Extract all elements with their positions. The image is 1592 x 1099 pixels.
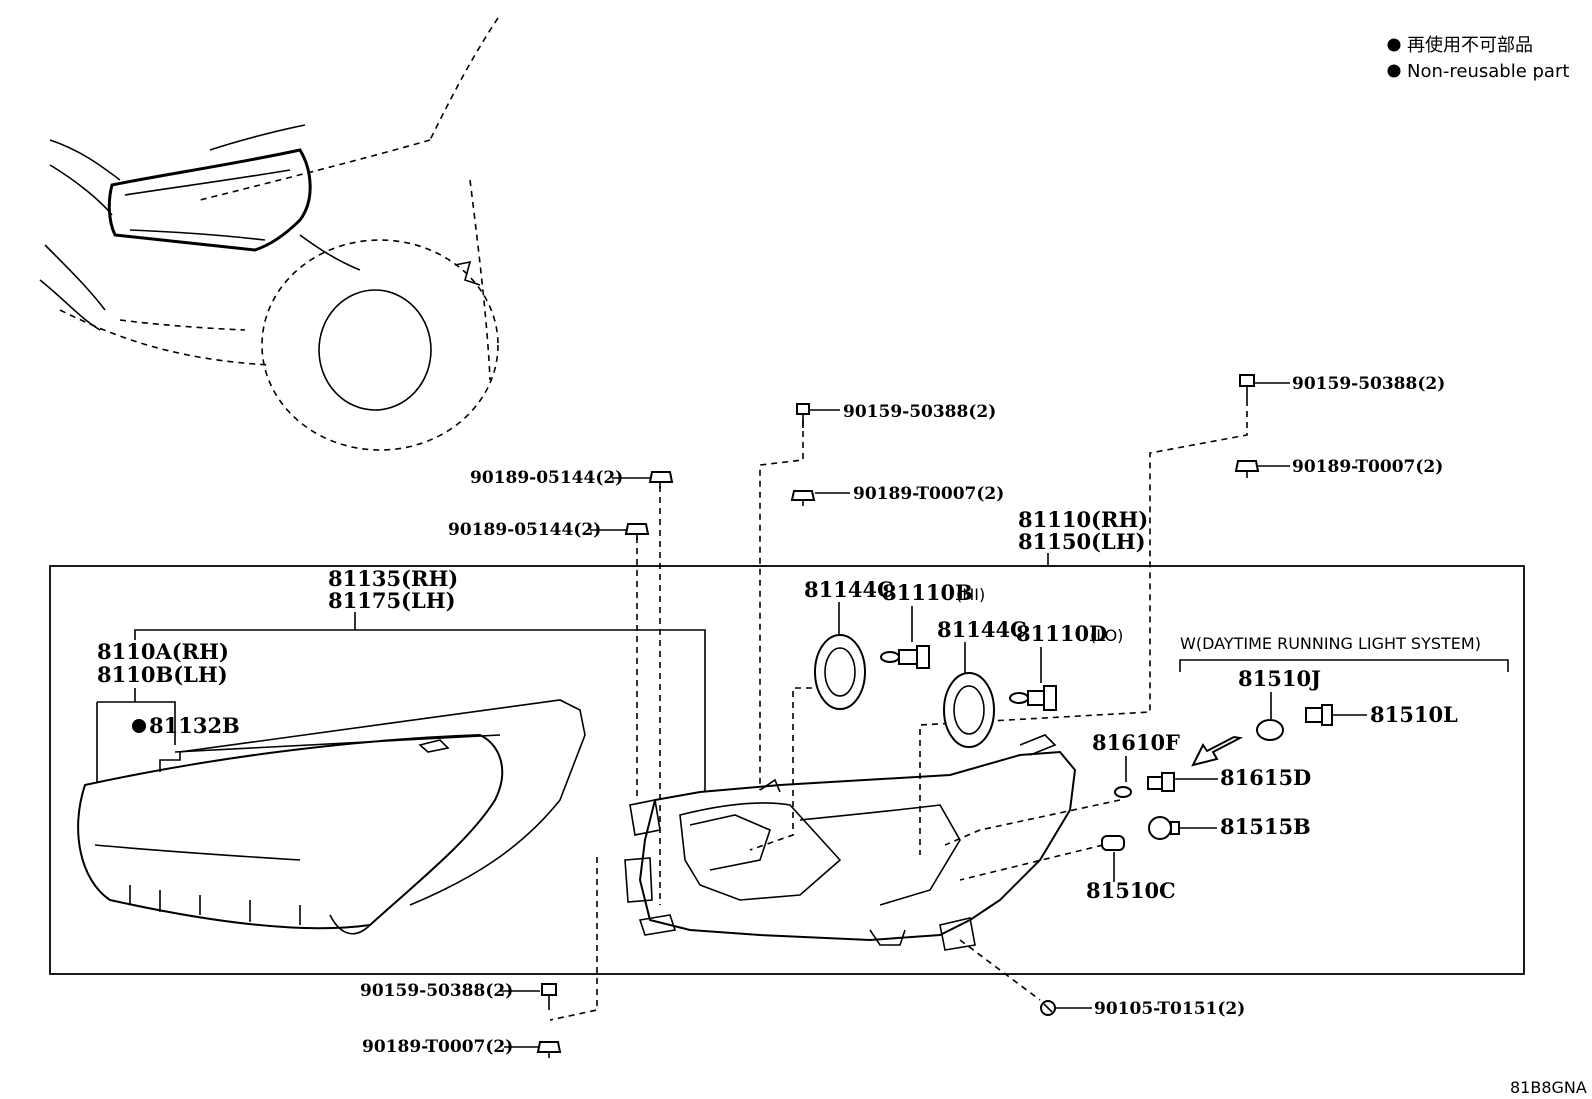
part-81110b-label: 81110B bbox=[882, 580, 973, 605]
fastener-label-left-1: 90189-05144(2) bbox=[470, 468, 623, 488]
part-81515b-label: 81515B bbox=[1220, 814, 1311, 839]
assembly-lh-label: 81150(LH) bbox=[1018, 529, 1146, 554]
part-81132b-label: 81132B bbox=[149, 713, 240, 738]
part-81144c-b-label: 81144C bbox=[937, 617, 1027, 642]
fastener-label-top-clip-mid: 90189-T0007(2) bbox=[853, 484, 1004, 504]
unit-lh-label: 8110B(LH) bbox=[97, 662, 228, 687]
fastener-label-top-clip-right: 90189-T0007(2) bbox=[1292, 457, 1443, 477]
bulb-hi-icon bbox=[880, 645, 930, 669]
part-81110d-sub-label: (LO) bbox=[1090, 626, 1123, 645]
clip-nut-icon bbox=[536, 1041, 562, 1058]
clip-nut-icon bbox=[790, 490, 816, 506]
lens-lh-label: 81175(LH) bbox=[328, 588, 456, 613]
wedge-bulb-icon bbox=[1256, 719, 1284, 741]
part-81110b-sub-label: (HI) bbox=[956, 585, 985, 604]
part-81615d-label: 81615D bbox=[1220, 765, 1311, 790]
fastener-label-bottom-screw: 90105-T0151(2) bbox=[1094, 999, 1245, 1019]
headlamp-highlight bbox=[107, 148, 312, 252]
bolt-icon bbox=[796, 403, 810, 428]
headlamp-housing bbox=[624, 734, 1077, 951]
small-bulb-icon bbox=[1114, 786, 1132, 798]
socket-cover-ring-icon bbox=[814, 634, 866, 710]
legend-text-jp: 再使用不可部品 bbox=[1407, 35, 1533, 56]
front-wheel-arch bbox=[261, 239, 499, 451]
legend-text-en: Non-reusable part bbox=[1407, 61, 1569, 82]
legend: 再使用不可部品 Non-reusable part bbox=[1387, 35, 1569, 82]
vehicle-location-sketch bbox=[39, 17, 499, 451]
socket-81615d-icon bbox=[1147, 772, 1175, 792]
clip-nut-icon bbox=[1234, 460, 1260, 478]
part-81510l-label: 81510L bbox=[1370, 702, 1458, 727]
bolt-icon bbox=[541, 983, 557, 1010]
part-81144c-a-label: 81144C bbox=[804, 577, 894, 602]
clip-nut-icon bbox=[648, 471, 674, 488]
part-81610f-label: 81610F bbox=[1092, 730, 1180, 755]
fastener-label-bottom-clip: 90189-T0007(2) bbox=[362, 1037, 513, 1057]
non-reusable-bullet-icon bbox=[1387, 64, 1401, 78]
headlamp-lens bbox=[77, 699, 586, 935]
drl-socket-icon bbox=[1305, 704, 1333, 726]
screw-icon bbox=[1040, 1000, 1056, 1016]
non-reusable-bullet-icon bbox=[1387, 38, 1401, 52]
front-wheel bbox=[318, 289, 432, 411]
figure-reference-code: 81B8GNA bbox=[1510, 1078, 1587, 1097]
fastener-label-left-2: 90189-05144(2) bbox=[448, 520, 601, 540]
part-81510c-label: 81510C bbox=[1086, 878, 1176, 903]
fastener-label-bottom-bolt: 90159-50388(2) bbox=[360, 981, 513, 1001]
bulb-lo-icon bbox=[1009, 685, 1057, 711]
non-reusable-bullet-icon bbox=[132, 719, 146, 733]
part-81510j-label: 81510J bbox=[1238, 666, 1321, 691]
bulb-81510c-icon bbox=[1101, 835, 1125, 851]
socket-81515b-icon bbox=[1148, 816, 1180, 840]
fastener-label-top-bolt-mid: 90159-50388(2) bbox=[843, 402, 996, 422]
assembly-direction-arrow-icon bbox=[1191, 735, 1244, 767]
unit-rh-label: 8110A(RH) bbox=[97, 639, 229, 664]
leader-lines bbox=[549, 400, 1248, 1021]
assembly-box bbox=[49, 565, 1525, 975]
socket-cover-ring-icon bbox=[943, 672, 995, 748]
lens-rh-label: 81135(RH) bbox=[328, 566, 458, 591]
assembly-rh-label: 81110(RH) bbox=[1018, 507, 1148, 532]
clip-nut-icon bbox=[624, 523, 650, 540]
fastener-label-top-bolt-right: 90159-50388(2) bbox=[1292, 374, 1445, 394]
part-81110d-label: 81110D bbox=[1016, 621, 1107, 646]
bolt-icon bbox=[1239, 374, 1255, 400]
drl-system-label: W(DAYTIME RUNNING LIGHT SYSTEM) bbox=[1180, 634, 1481, 653]
